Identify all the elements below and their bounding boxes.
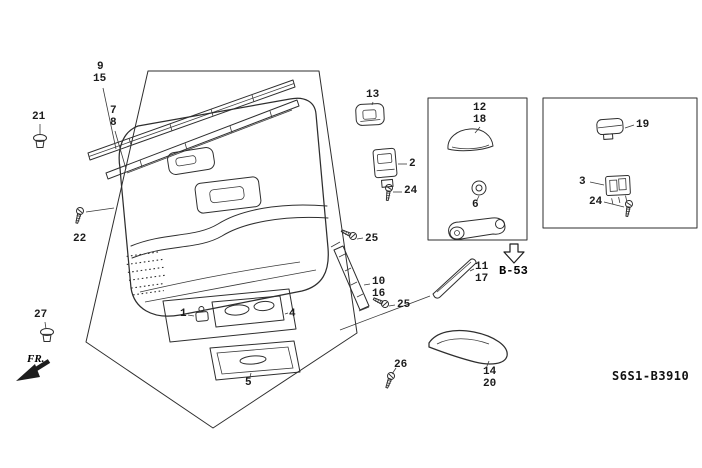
callout-24: 24: [404, 185, 418, 197]
clip-19-shape: [596, 117, 624, 140]
callout-26: 26: [394, 359, 408, 371]
screw-22-shape: [72, 206, 85, 225]
speaker-grille-shape: [126, 251, 165, 296]
callout-12: 12: [473, 102, 487, 114]
reference-label-b53: B-53: [499, 264, 528, 278]
callout-10: 10: [372, 276, 386, 288]
sash-garnish-shape: [330, 241, 370, 312]
grip-pocket-shape: [428, 329, 508, 365]
switch-2-shape: [372, 147, 398, 188]
grommet-6-shape: [471, 180, 487, 196]
callout-27: 27: [34, 309, 48, 321]
door-panel-shape: [118, 97, 329, 317]
callout-5: 5: [245, 377, 252, 389]
callout-15: 15: [93, 73, 107, 85]
callout-20: 20: [483, 378, 497, 390]
window-molding-shape: [87, 79, 300, 180]
callout-11: 11: [475, 261, 489, 273]
switch-panel-shape: [162, 288, 297, 343]
callout-22: 22: [73, 233, 87, 245]
trim-strip-shape: [432, 258, 477, 299]
leader-lines: [39, 87, 635, 378]
callout-1: 1: [180, 308, 187, 320]
front-direction-label: FR.: [27, 353, 45, 365]
callout-9: 9: [97, 61, 104, 73]
fr-arrow-icon: [16, 359, 51, 381]
callout-18: 18: [473, 114, 487, 126]
callout-17: 17: [475, 273, 489, 285]
clip-21-shape: [33, 134, 47, 148]
callout-25-lower: 25: [397, 299, 411, 311]
callout-4: 4: [289, 308, 296, 320]
callout-13: 13: [366, 89, 380, 101]
callout-25-upper: 25: [365, 233, 379, 245]
pocket-bezel-shape: [209, 340, 301, 381]
crank-handle-shape: [448, 217, 506, 240]
cap-12-shape: [447, 128, 494, 152]
callout-8: 8: [110, 117, 117, 129]
clip-27-shape: [40, 328, 54, 342]
b53-arrow-icon: [503, 243, 525, 264]
callout-16: 16: [372, 288, 386, 300]
cap-13-shape: [355, 103, 385, 126]
callout-19: 19: [636, 119, 650, 131]
callout-21: 21: [32, 111, 46, 123]
callout-6: 6: [472, 199, 479, 211]
screw-24b-shape: [622, 199, 634, 218]
parts-box-center: [427, 97, 528, 241]
parts-box-right: [542, 97, 698, 229]
callout-3: 3: [579, 176, 586, 188]
screw-26-shape: [382, 371, 396, 390]
enclosure-box: [85, 70, 431, 429]
callout-24-right: 24: [589, 196, 603, 208]
switch-3-shape: [605, 174, 631, 205]
callout-14: 14: [483, 366, 497, 378]
callout-7: 7: [110, 105, 117, 117]
drawing-code: S6S1-B3910: [612, 369, 690, 383]
callout-2: 2: [409, 158, 416, 170]
